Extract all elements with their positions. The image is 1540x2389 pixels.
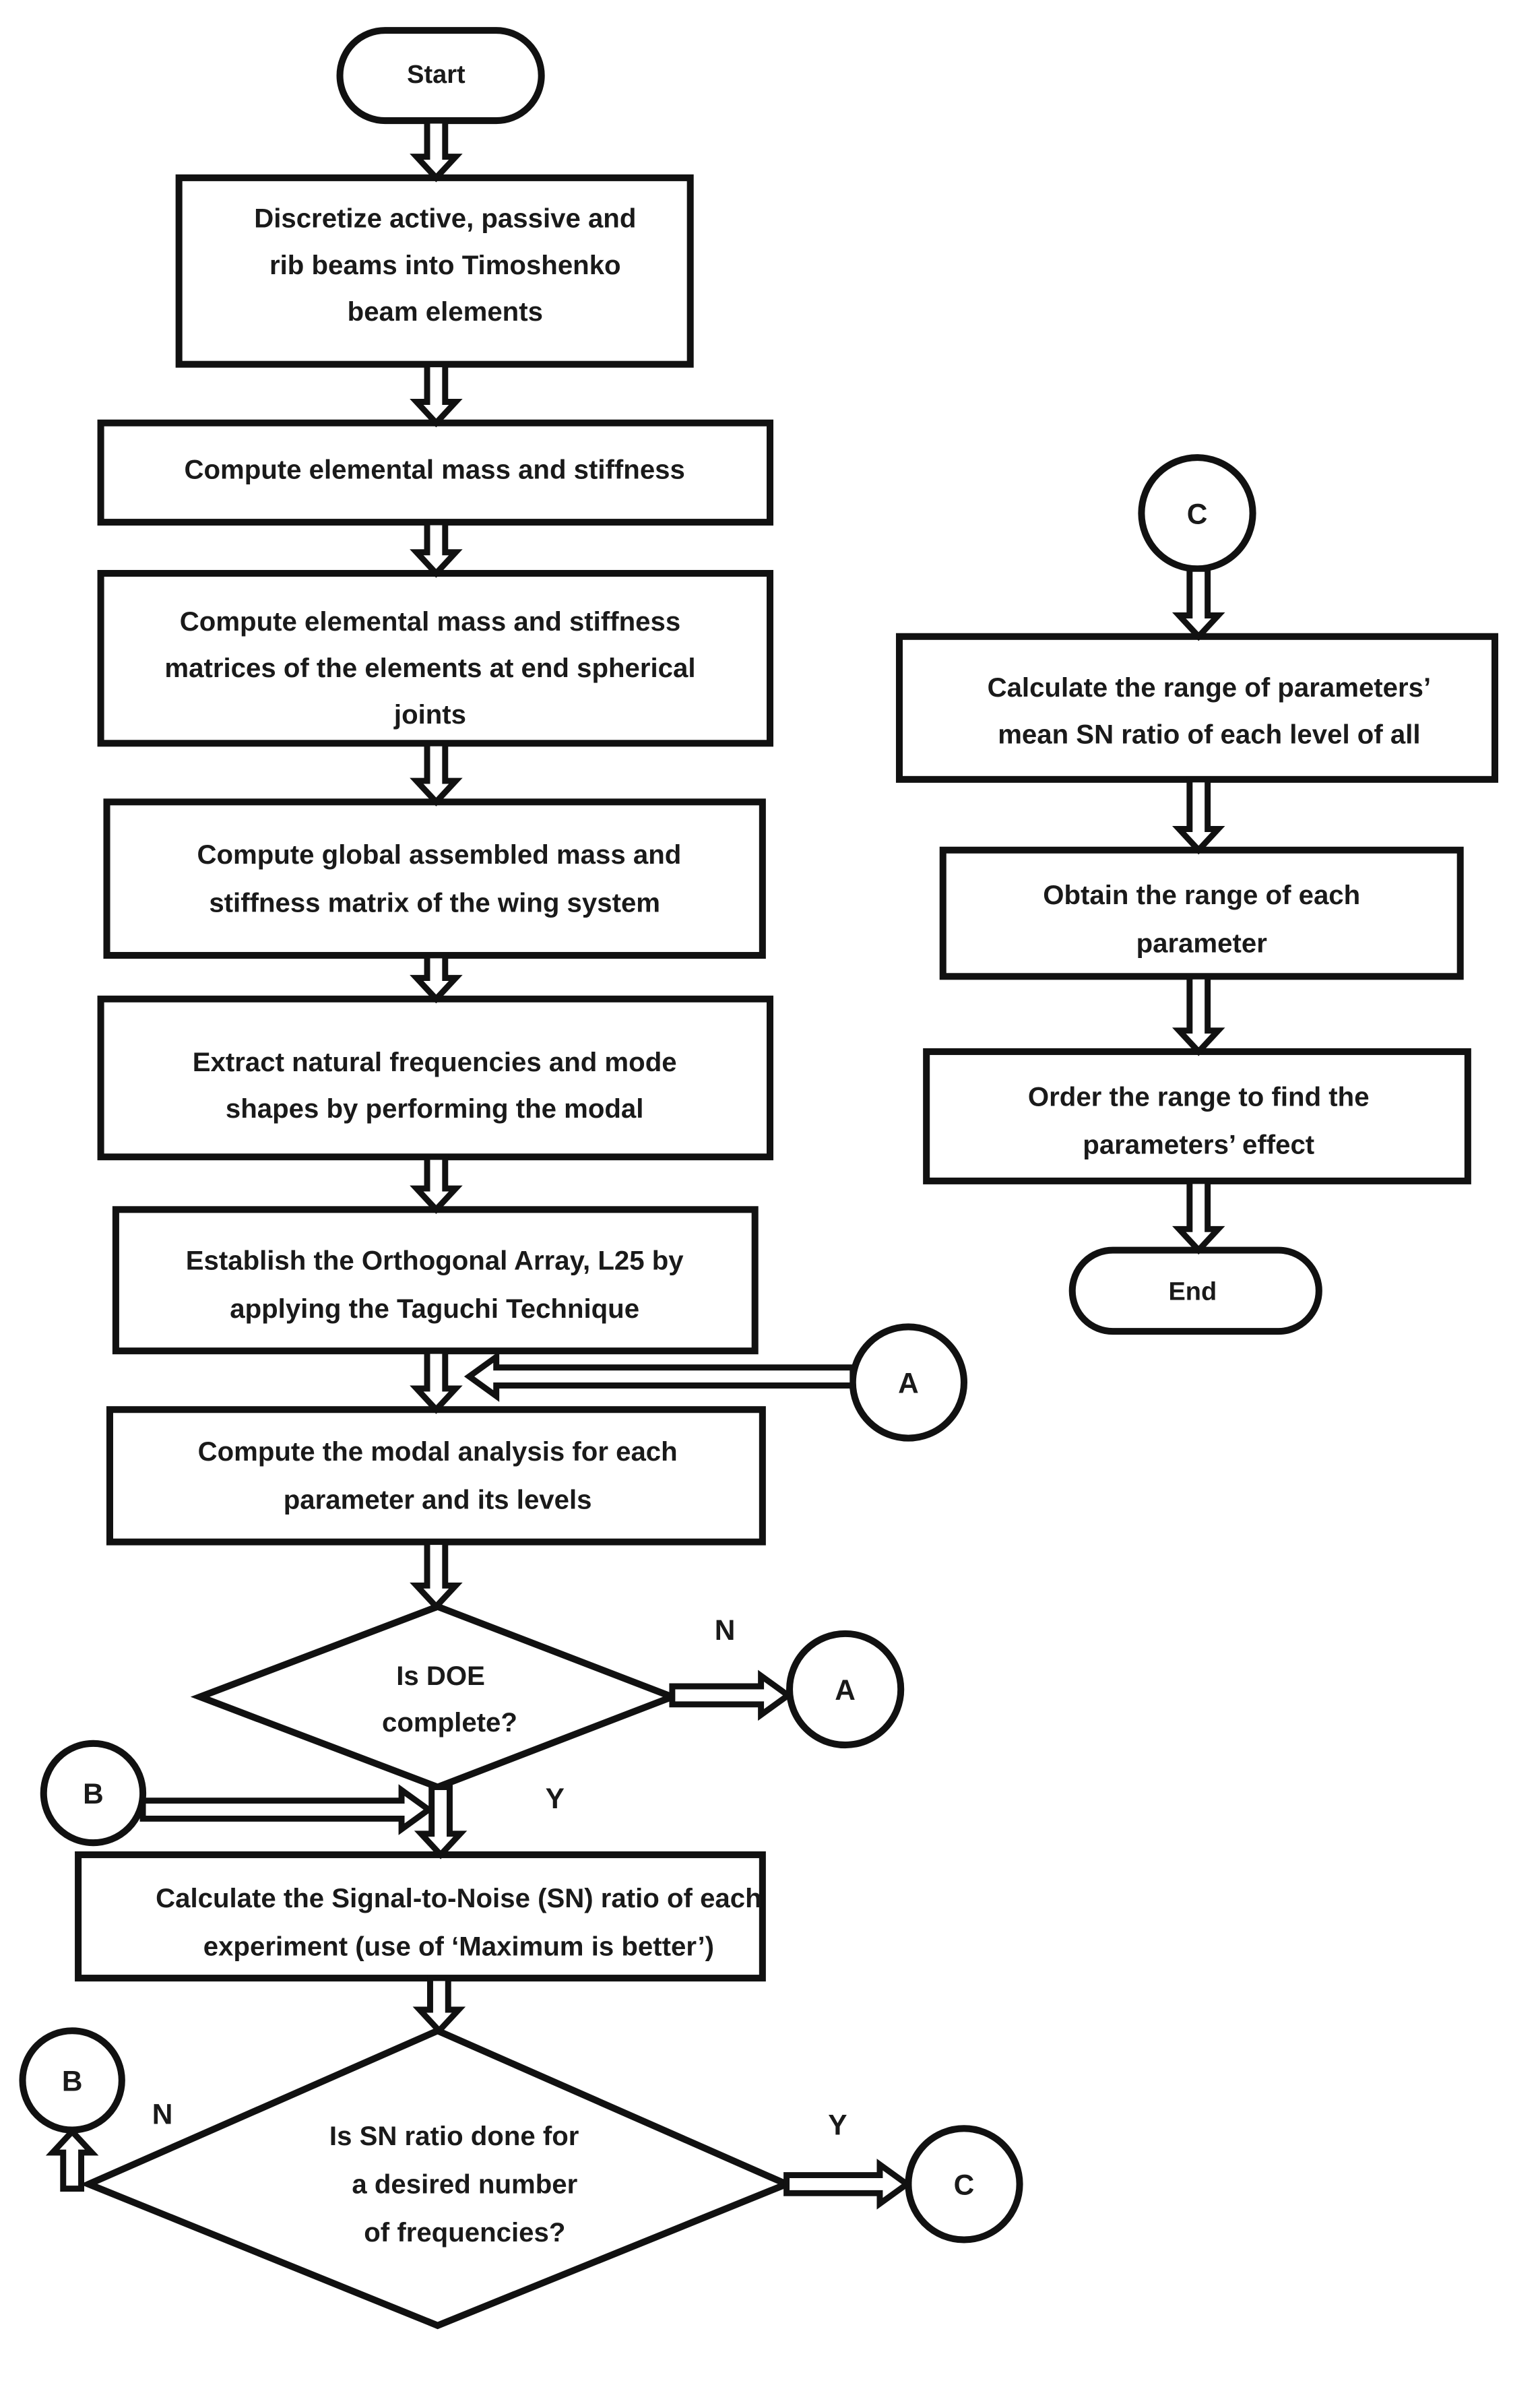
process-box-range-mean-sn: Calculate the range of parameters’ mean … (895, 633, 1499, 783)
decision-doe-complete: Is DOE complete? (190, 1603, 682, 1791)
connector-label: C (954, 2169, 975, 2201)
start-label: Start (407, 61, 466, 89)
step-line: Calculate the range of parameters’ (988, 672, 1432, 703)
arrow-to-order-range (1172, 973, 1225, 1056)
step-line: shapes by performing the modal (226, 1093, 644, 1124)
step-line: matrices of the elements at end spherica… (164, 653, 695, 683)
connector-label: B (83, 1778, 104, 1810)
connector-label: B (62, 2066, 83, 2097)
step-line: parameters’ effect (1083, 1130, 1314, 1160)
decision-sn-done: Is SN ratio done for a desired number of… (79, 2027, 796, 2330)
arrow-to-elemental-mass (410, 361, 463, 428)
process-box-range-each-parameter: Obtain the range of each parameter (939, 846, 1464, 980)
branch-label-no: N (715, 1614, 736, 1646)
arrow-connector-a-in (463, 1351, 856, 1402)
step-line: Compute the modal analysis for each (198, 1436, 678, 1467)
process-box-discretize: Discretize active, passive and rib beams… (175, 174, 694, 368)
step-line: parameter (1136, 928, 1268, 959)
arrow-c-to-range-mean (1172, 565, 1225, 641)
step-line: Compute global assembled mass and (197, 839, 681, 870)
process-box-modal-analysis: Compute the modal analysis for each para… (106, 1406, 766, 1546)
process-box-extract-frequencies: Extract natural frequencies and mode sha… (97, 995, 774, 1161)
connector-label: A (835, 1674, 856, 1706)
connector-label: A (898, 1368, 919, 1399)
process-box-orthogonal-array: Establish the Orthogonal Array, L25 by a… (112, 1206, 759, 1355)
step-line: Establish the Orthogonal Array, L25 by (186, 1246, 684, 1276)
connector-b-out: B (19, 2027, 125, 2134)
arrow-to-range-each (1172, 776, 1225, 855)
branch-label-yes: Y (828, 2109, 847, 2140)
connector-c-top: C (1138, 454, 1256, 573)
arrow-doe-no-to-a (669, 1669, 794, 1721)
step-line: Obtain the range of each (1043, 880, 1360, 910)
connector-label: C (1187, 498, 1208, 530)
decision-line: complete? (382, 1707, 517, 1738)
arrow-to-spherical-joints (410, 519, 463, 578)
decision-line: Is SN ratio done for (329, 2121, 579, 2151)
arrow-to-doe-decision (410, 1539, 463, 1612)
arrow-to-extract-frequencies (410, 952, 463, 1004)
process-box-order-range: Order the range to find the parameters’ … (923, 1048, 1471, 1184)
step-line: Calculate the Signal-to-Noise (SN) ratio… (156, 1883, 762, 1913)
step-line: Extract natural frequencies and mode (193, 1047, 677, 1077)
step-line: joints (393, 699, 466, 730)
process-box-spherical-joints: Compute elemental mass and stiffness mat… (97, 569, 774, 747)
arrow-connector-b-in (139, 1784, 434, 1835)
decision-line: Is DOE (396, 1661, 485, 1691)
arrow-doe-yes-to-sn-ratio (414, 1784, 468, 1859)
arrow-to-orthogonal-array (410, 1153, 463, 1214)
connector-b-in: B (40, 1740, 147, 1847)
arrow-to-sn-decision (412, 1975, 466, 2035)
process-box-global-assembly: Compute global assembled mass and stiffn… (103, 798, 766, 959)
process-box-sn-ratio: Calculate the Signal-to-Noise (SN) ratio… (75, 1851, 766, 1982)
step-line: Compute elemental mass and stiffness (184, 454, 684, 484)
arrow-to-global-assembly (410, 740, 463, 806)
step-line: mean SN ratio of each level of all (998, 719, 1420, 749)
step-line: Order the range to find the (1028, 1081, 1370, 1112)
end-label: End (1168, 1277, 1217, 1306)
step-line: Compute elemental mass and stiffness (180, 606, 680, 637)
arrow-start-to-discretize (410, 117, 463, 183)
arrow-sn-no-to-b (45, 2127, 99, 2192)
step-line: parameter and its levels (284, 1485, 592, 1515)
arrow-to-end (1172, 1178, 1225, 1255)
branch-label-yes: Y (546, 1783, 565, 1814)
step-line: experiment (use of ‘Maximum is better’) (203, 1932, 714, 1962)
process-box-elemental-mass: Compute elemental mass and stiffness (97, 419, 774, 526)
connector-a-in: A (849, 1323, 968, 1442)
connector-c-out: C (905, 2125, 1023, 2243)
branch-label-no: N (152, 2099, 173, 2130)
step-line: stiffness matrix of the wing system (209, 887, 660, 918)
step-line: rib beams into Timoshenko (269, 250, 621, 280)
step-line: Discretize active, passive and (254, 203, 636, 234)
arrow-to-modal-analysis (410, 1347, 463, 1414)
connector-a-out: A (785, 1630, 905, 1749)
step-line: beam elements (348, 296, 543, 327)
arrow-sn-yes-to-c (783, 2159, 912, 2210)
flow-arrows (45, 117, 1225, 2210)
decision-line: a desired number (352, 2169, 577, 2199)
decision-line: of frequencies? (364, 2217, 565, 2248)
step-line: applying the Taguchi Technique (230, 1294, 639, 1324)
